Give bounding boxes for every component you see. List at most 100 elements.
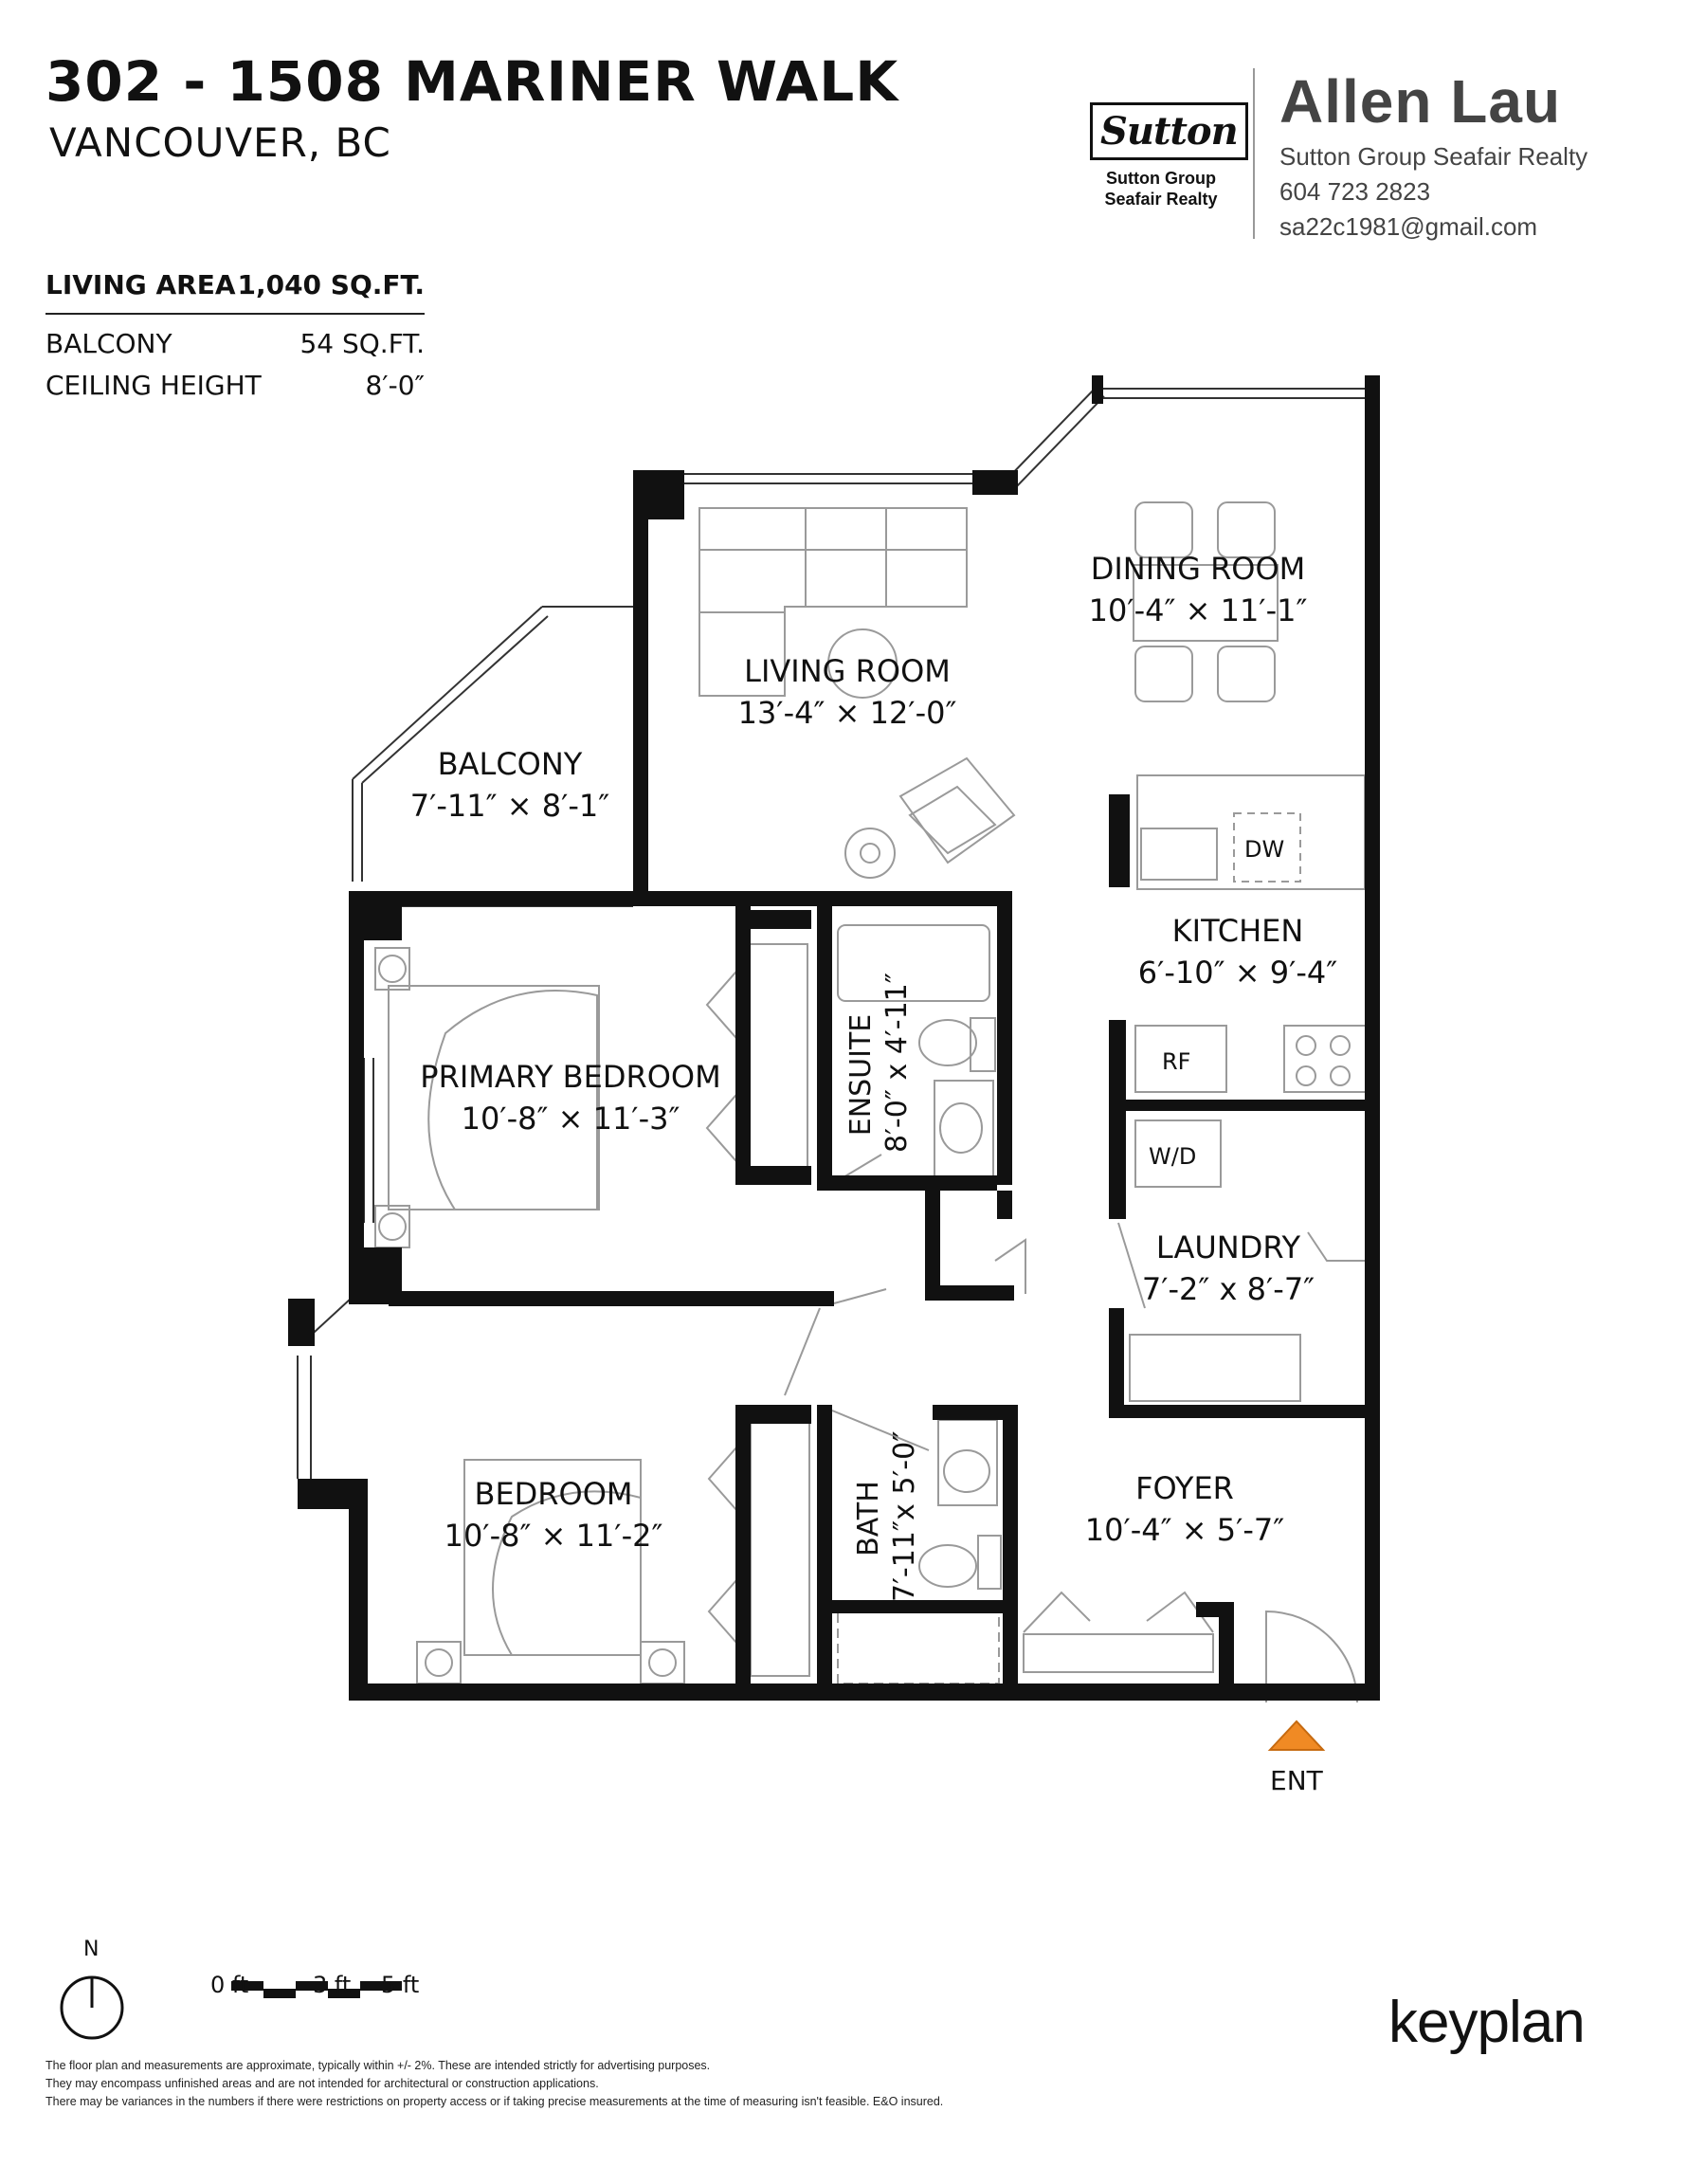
- room-name: DINING ROOM: [1090, 551, 1306, 587]
- wall: [817, 899, 832, 1183]
- shower-icon: [837, 1611, 1000, 1684]
- toilet-icon: [918, 1019, 977, 1066]
- washer-dryer-icon: [1134, 1119, 1222, 1188]
- disclaimer-line: They may encompass unfinished areas and …: [45, 2077, 599, 2090]
- wall: [288, 1299, 315, 1346]
- agent-email[interactable]: sa22c1981@gmail.com: [1279, 212, 1538, 241]
- room-dimensions: 7′-11″ × 8′-1″: [409, 788, 610, 824]
- wall: [637, 470, 684, 519]
- agent-name: Allen Lau: [1279, 67, 1562, 136]
- wall: [972, 470, 1018, 495]
- wall: [735, 1405, 811, 1424]
- room-name: KITCHEN: [1171, 913, 1304, 949]
- entry-door-icon: [1265, 1610, 1358, 1703]
- dining-chair-icon: [1217, 501, 1276, 558]
- dining-chair-icon: [1134, 501, 1193, 558]
- wall: [1219, 1602, 1234, 1693]
- window: [663, 473, 976, 484]
- listing-city: VANCOUVER, BC: [49, 119, 391, 166]
- wall: [1109, 1405, 1380, 1418]
- wall: [633, 861, 648, 899]
- disclaimer: The floor plan and measurements are appr…: [45, 2057, 1183, 2111]
- walls: [288, 375, 1380, 1701]
- entrance-arrow-icon: [1267, 1720, 1326, 1751]
- brokerage-logo: Sutton Sutton Group Seafair Realty: [1090, 102, 1248, 209]
- toilet-icon: [918, 1544, 977, 1588]
- room-primary-bedroom: PRIMARY BEDROOM 10′-8″ × 11′-3″: [420, 1056, 720, 1139]
- appliance-fridge-label: RF: [1162, 1048, 1191, 1075]
- door-swing: [994, 1238, 1026, 1294]
- wall: [1109, 1100, 1380, 1111]
- north-compass-icon: [60, 1975, 124, 2040]
- wall: [817, 1600, 1003, 1613]
- room-dimensions: 7′-11″x 5′-0″: [888, 1430, 921, 1602]
- room-laundry: LAUNDRY 7′-2″ x 8′-7″: [1142, 1227, 1315, 1310]
- nightstand-icon: [640, 1641, 685, 1684]
- sink-icon: [939, 1102, 983, 1154]
- sink-icon: [1140, 828, 1218, 881]
- nightstand-icon: [374, 947, 410, 991]
- wall: [1365, 375, 1380, 1701]
- entrance-label: ENT: [1270, 1765, 1323, 1796]
- room-name: ENSUITE: [844, 1013, 878, 1137]
- stove-icon: [1283, 1025, 1369, 1093]
- agent-phone[interactable]: 604 723 2823: [1279, 177, 1431, 206]
- stat-living-area: LIVING AREA 1,040 SQ.FT.: [45, 264, 425, 315]
- dining-chair-icon: [1217, 646, 1276, 702]
- closet-icon: [748, 943, 808, 1184]
- wall: [735, 1166, 811, 1185]
- vanity-icon: [934, 1080, 994, 1186]
- scale-label-3: 3 ft: [313, 1972, 352, 1998]
- header-divider: [1253, 68, 1255, 239]
- fridge-icon: [1134, 1025, 1227, 1093]
- agent-company: Sutton Group Seafair Realty: [1279, 142, 1588, 171]
- room-dimensions: 13′-4″ × 12′-0″: [737, 695, 957, 731]
- wall: [349, 1684, 1380, 1701]
- wall: [735, 910, 811, 929]
- door-swing: [831, 1410, 930, 1451]
- compass-north-label: N: [83, 1938, 100, 1961]
- room-living: LIVING ROOM 13′-4″ × 12′-0″: [738, 650, 957, 734]
- wall: [817, 1175, 997, 1191]
- room-dining: DINING ROOM 10′-4″ × 11′-1″: [1089, 548, 1308, 631]
- dining-chair-icon: [1134, 646, 1193, 702]
- coffee-table-icon: [827, 628, 898, 699]
- room-dimensions: 10′-4″ × 11′-1″: [1088, 592, 1308, 628]
- door-swing: [833, 1288, 887, 1304]
- dishwasher-icon: [1233, 812, 1301, 883]
- room-name: PRIMARY BEDROOM: [420, 1059, 721, 1095]
- room-foyer: FOYER 10′-4″ × 5′-7″: [1085, 1467, 1284, 1551]
- nightstand-icon: [416, 1641, 462, 1684]
- appliance-dishwasher-label: DW: [1244, 836, 1285, 863]
- stat-balcony: BALCONY 54 SQ.FT.: [45, 322, 425, 364]
- brokerage-logo-text: Sutton Group Seafair Realty: [1090, 168, 1232, 209]
- furniture: [374, 501, 1369, 1703]
- wall: [925, 1285, 1014, 1301]
- room-kitchen: KITCHEN 6′-10″ × 9′-4″: [1138, 910, 1337, 993]
- scale-label-0: 0 ft: [210, 1972, 249, 1998]
- stat-value: 8′-0″: [365, 369, 425, 401]
- kitchen-counter: [1136, 774, 1366, 890]
- stat-ceiling-height: CEILING HEIGHT 8′-0″: [45, 364, 425, 406]
- wall: [1003, 1410, 1018, 1695]
- bathtub-icon: [837, 924, 990, 1002]
- stat-label: CEILING HEIGHT: [45, 369, 262, 401]
- dining-table-icon: [1133, 564, 1279, 642]
- wall: [349, 891, 1012, 906]
- room-name: BALCONY: [437, 746, 583, 782]
- wall: [1092, 375, 1103, 404]
- scale-label-5: 5 ft: [381, 1972, 420, 1998]
- room-ensuite: ENSUITE 8′-0″ x 4′-11″: [844, 973, 916, 1153]
- disclaimer-line: The floor plan and measurements are appr…: [45, 2059, 711, 2072]
- area-stats: LIVING AREA 1,040 SQ.FT. BALCONY 54 SQ.F…: [45, 264, 425, 406]
- wall: [1109, 794, 1130, 887]
- balcony-railing: [352, 606, 637, 882]
- stat-label: LIVING AREA: [45, 268, 236, 300]
- listing-address: 302 - 1508 MARINER WALK: [45, 49, 899, 114]
- brokerage-logo-mark: Sutton: [1090, 102, 1248, 160]
- stat-label: BALCONY: [45, 327, 172, 359]
- room-name: LIVING ROOM: [744, 653, 951, 689]
- nightstand-icon: [374, 1205, 410, 1248]
- stat-value: 54 SQ.FT.: [299, 327, 425, 359]
